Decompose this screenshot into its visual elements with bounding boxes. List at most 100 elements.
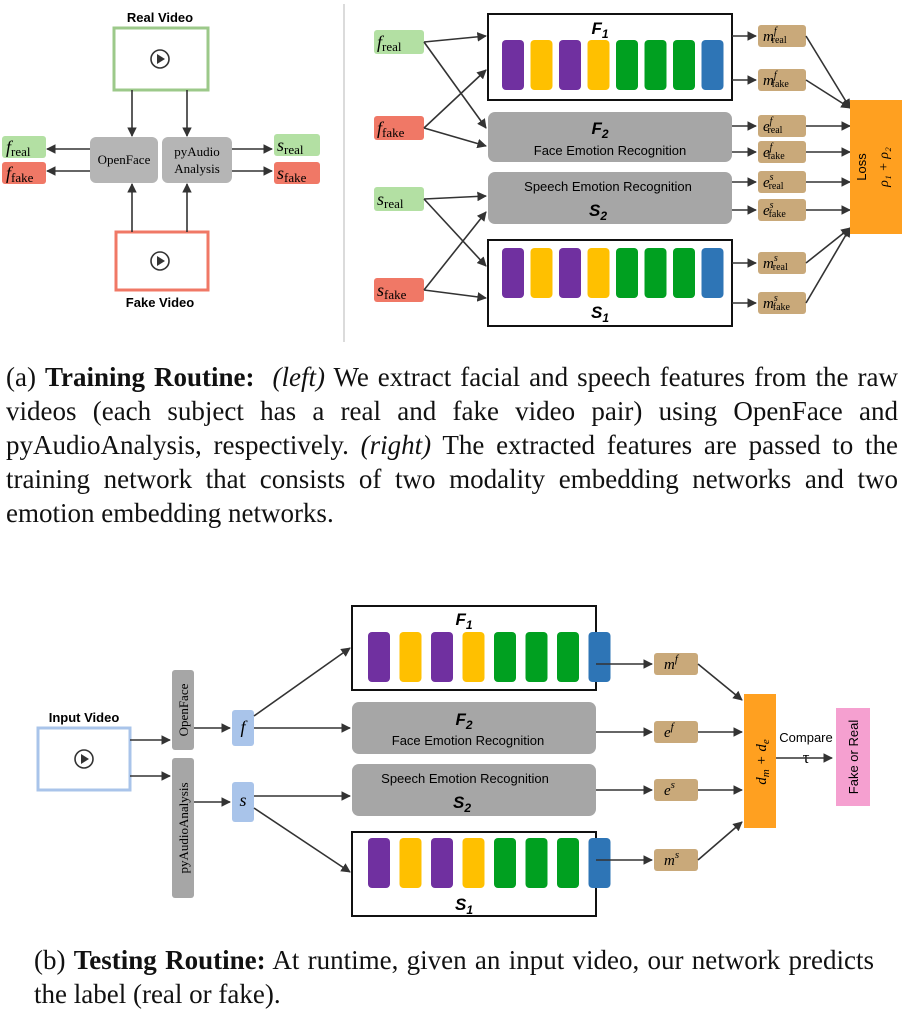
embedding-m-s-real	[758, 252, 806, 274]
loss-box	[850, 100, 902, 234]
training-right-panel: freal ffake sreal sfake F1 F2 Face Emoti…	[374, 13, 902, 327]
layer-block	[494, 838, 516, 888]
net-f-real-input	[374, 30, 424, 54]
embedding-e-s	[654, 779, 698, 801]
real-video-title: Real Video	[127, 10, 193, 25]
svg-text:F1: F1	[455, 610, 472, 632]
svg-text:es: es	[664, 779, 675, 799]
layer-block	[431, 838, 453, 888]
layer-block	[525, 632, 548, 682]
s-fake-feature	[274, 162, 320, 184]
layer-block	[701, 248, 724, 298]
testing-caption: (b) Testing Routine: At runtime, given a…	[34, 945, 874, 1009]
distance-label: dm + de	[754, 739, 772, 785]
svg-text:ffake: ffake	[377, 118, 405, 140]
layer-block	[644, 40, 667, 90]
layer-block	[673, 248, 695, 298]
f-real-feature	[2, 136, 46, 158]
layer-block	[587, 40, 610, 90]
input-video-title: Input Video	[49, 710, 120, 725]
fake-video-play-icon	[150, 251, 170, 271]
S2-description: Speech Emotion Recognition	[524, 179, 692, 194]
testing-caption-title: Testing Routine:	[73, 945, 266, 975]
svg-text:sreal: sreal	[377, 189, 404, 211]
S1-layers	[502, 248, 724, 298]
F1-label: F1	[591, 19, 608, 41]
F1-network-box	[487, 13, 733, 101]
layer-block	[431, 632, 453, 682]
layer-block	[557, 632, 579, 682]
svg-text:Face Emotion Recognition: Face Emotion Recognition	[392, 733, 544, 748]
test-F2-network-box	[352, 702, 596, 754]
layer-block	[399, 838, 422, 888]
svg-text:freal: freal	[377, 32, 402, 54]
test-f-feature	[232, 710, 254, 746]
test-openface-label: OpenFace	[176, 683, 191, 736]
svg-text:F2: F2	[455, 710, 472, 732]
layer-block	[588, 632, 611, 682]
embedding-m-f-fake	[758, 69, 806, 91]
fake-video-title: Fake Video	[126, 295, 194, 310]
layer-block	[368, 632, 390, 682]
svg-text:sfake: sfake	[277, 163, 307, 185]
layer-block	[673, 40, 695, 90]
layer-block	[399, 632, 422, 682]
input-video-play-icon	[74, 749, 94, 769]
layer-block	[462, 838, 485, 888]
s-real-feature	[274, 134, 320, 156]
training-left-panel: Real Video OpenFace pyAudio Analysis Fak…	[2, 10, 320, 310]
svg-text:sreal: sreal	[277, 135, 304, 157]
layer-block	[616, 248, 638, 298]
embedding-m-f-real	[758, 25, 806, 47]
layer-block	[368, 838, 390, 888]
test-F1-layers	[368, 632, 611, 682]
test-S2-network-box	[352, 764, 596, 816]
net-f-fake-input	[374, 116, 424, 140]
S1-network-box	[487, 239, 733, 327]
layer-block	[587, 248, 610, 298]
svg-text:S2: S2	[453, 793, 471, 815]
real-video-play-icon	[150, 49, 170, 69]
test-pyaudio-label: pyAudioAnalysis	[176, 783, 191, 874]
test-openface-box	[172, 670, 194, 750]
layer-block	[559, 248, 581, 298]
layer-block	[530, 248, 553, 298]
layer-block	[644, 248, 667, 298]
pyaudio-label-1: pyAudio	[174, 144, 220, 159]
embedding-e-f-fake	[758, 141, 806, 163]
net-s-real-input	[374, 187, 424, 211]
openface-box	[90, 137, 158, 183]
svg-text:ef: ef	[664, 721, 676, 741]
svg-text:f: f	[240, 717, 248, 737]
embedding-m-f	[654, 653, 698, 675]
result-label: Fake or Real	[846, 720, 861, 795]
layer-block	[616, 40, 638, 90]
F2-description: Face Emotion Recognition	[534, 143, 686, 158]
layer-block	[559, 40, 581, 90]
testing-panel: Input Video OpenFace pyAudioAnalysis f s…	[36, 605, 870, 917]
pyaudio-label-2: Analysis	[174, 161, 220, 176]
test-s-feature	[232, 782, 254, 822]
svg-text:S1: S1	[455, 895, 473, 917]
layer-block	[701, 40, 724, 90]
net-s-fake-input	[374, 278, 424, 302]
real-video-thumbnail	[112, 26, 210, 92]
S1-label: S1	[591, 303, 609, 325]
layer-block	[530, 40, 553, 90]
embedding-m-s	[654, 849, 698, 871]
layer-block	[502, 248, 524, 298]
svg-text:mf: mf	[664, 653, 680, 673]
loss-label: Loss	[854, 153, 869, 181]
svg-text:s: s	[239, 790, 246, 810]
embedding-e-s-real	[758, 171, 806, 193]
training-caption-title: Training Routine:	[44, 362, 255, 392]
layer-block	[462, 632, 485, 682]
F1-layers	[502, 40, 724, 90]
